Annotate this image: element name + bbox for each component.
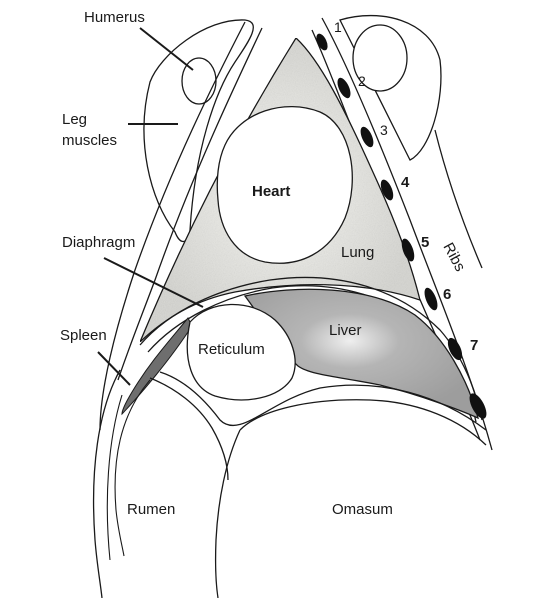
rib-1 [316, 33, 328, 51]
rumen-upper-wall [159, 371, 487, 431]
label-muscles: muscles [62, 132, 117, 149]
rib-4 [380, 179, 394, 201]
scapula-bone [352, 24, 408, 92]
rib-number-1: 1 [334, 19, 342, 35]
rib-number-7: 7 [470, 337, 478, 354]
label-diaphragm: Diaphragm [62, 234, 135, 251]
rumen-left-fold [106, 394, 123, 561]
rib-6 [424, 287, 438, 311]
label-liver: Liver [329, 322, 362, 339]
rib-number-3: 3 [380, 122, 388, 138]
rib-5 [401, 238, 415, 262]
label-heart: Heart [252, 183, 290, 200]
rib-group [316, 33, 487, 419]
label-spleen: Spleen [60, 327, 107, 344]
rib-number-6: 6 [443, 286, 451, 303]
liver-shape [243, 288, 479, 420]
rumen-omasum-wall [214, 429, 241, 599]
label-omasum: Omasum [332, 501, 393, 518]
label-reticulum: Reticulum [198, 341, 265, 358]
body-wall-left [99, 21, 246, 431]
label-leg: Leg [62, 111, 87, 128]
rib-number-2: 2 [358, 73, 366, 89]
label-rumen: Rumen [127, 501, 175, 518]
label-ribs: Ribs [439, 240, 468, 274]
spleen-shape [121, 317, 193, 416]
label-humerus: Humerus [84, 9, 145, 26]
body-wall-left-inner [117, 27, 263, 381]
heart-shape [216, 105, 353, 264]
diaphragm-leader [103, 257, 204, 308]
rib-7 [447, 337, 463, 361]
abdomen-left-wall [92, 369, 121, 599]
rumen-left-wall-inner [114, 379, 151, 557]
rumen-omasum-divider [239, 399, 487, 446]
spleen-leader [97, 351, 131, 386]
humerus-leader [139, 27, 194, 71]
rib-number-4: 4 [401, 174, 410, 191]
rib-3 [360, 126, 374, 148]
rumen-upper-wall-inner [149, 377, 229, 481]
scapula-lower-edge [434, 129, 483, 269]
label-lung: Lung [341, 244, 374, 261]
rib-number-5: 5 [421, 234, 429, 251]
rib-8 [469, 393, 487, 419]
reticulum-shape [186, 303, 296, 401]
rib-2 [337, 77, 351, 99]
